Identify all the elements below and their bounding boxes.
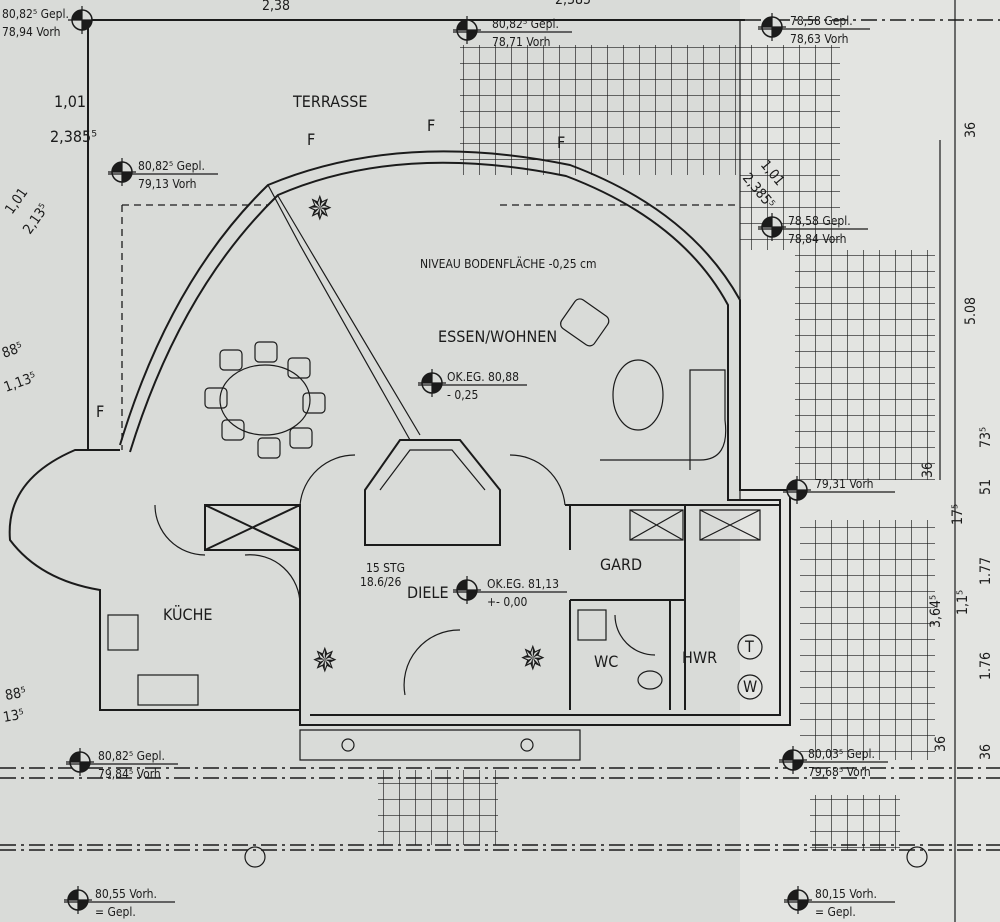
dimension: 36 [920, 462, 936, 478]
elevation-planned: 80,82⁵ Gepl. [138, 159, 205, 173]
dimension: 2,385⁵ [50, 127, 97, 146]
elevation-marker: 80,03⁵ Gepl. 79,68⁵ Vorh [778, 745, 888, 779]
dimension: 1,01 [54, 92, 86, 111]
dimension: 1.76 [978, 652, 994, 680]
stairs-ratio: 18.6/26 [360, 575, 402, 589]
elevation-existing: - 0,25 [447, 388, 478, 402]
building-walls [8, 150, 791, 761]
elevation-marker: 80,82⁵ Gepl. 79,13 Vorh [107, 157, 218, 191]
stove-icon [107, 614, 139, 651]
window-mark: F [427, 116, 435, 135]
elevation-existing: 79,84⁵ Vorh [98, 767, 161, 781]
elevation-planned: 80,82⁵ Gepl. [492, 17, 559, 31]
dimension: 1,1⁵ [955, 590, 971, 615]
stairs-steps: 15 STG [366, 561, 405, 575]
washer-icon [737, 674, 763, 700]
elevation-planned: 80,15 Vorh. [815, 887, 877, 901]
elevation-marker: OK.EG. 81,13 +- 0,00 [452, 575, 567, 609]
armchair-icon [560, 298, 610, 347]
coffee-table-icon [612, 359, 664, 431]
elevation-existing: 79,68⁵ Vorh [808, 765, 871, 779]
elevation-planned: 80,03⁵ Gepl. [808, 747, 875, 761]
room-label-living-dining: ESSEN/WOHNEN [438, 327, 557, 346]
room-label-wc: WC [594, 652, 618, 671]
dining-table-icon [219, 364, 311, 436]
elevation-existing: 79,13 Vorh [138, 177, 196, 191]
room-label-wardrobe: GARD [600, 555, 642, 574]
window-mark: F [307, 130, 315, 149]
dimension: 36 [963, 122, 979, 138]
dryer-icon [737, 634, 763, 660]
room-labels: TERRASSE NIVEAU BODENFLÄCHE -0,25 cm ESS… [96, 92, 717, 671]
toilet-icon [637, 670, 663, 690]
elevation-existing: 78,84 Vorh [788, 232, 846, 246]
dimension: 88⁵ [4, 685, 28, 704]
room-label-utility: HWR [682, 648, 717, 667]
elevation-marker: 80,82⁵ Gepl. 78,71 Vorh [452, 15, 572, 49]
elevation-existing: 78,63 Vorh [790, 32, 848, 46]
elevation-planned: 80,82⁵ Gepl. [2, 7, 69, 21]
elevation-markers: 80,82⁵ Gepl. 78,94 Vorh 80,82⁵ Gepl. 78,71 … [2, 5, 895, 919]
elevation-existing: 78,94 Vorh [2, 25, 60, 39]
window-mark: F [557, 133, 565, 152]
elevation-marker: 80,82⁵ Gepl. 79,84⁵ Vorh [65, 747, 178, 781]
dimension: 36 [933, 736, 949, 752]
elevation-planned: OK.EG. 80,88 [447, 370, 519, 384]
elevation-planned: 78,58 Gepl. [788, 214, 851, 228]
washer-label: W [743, 677, 757, 696]
dimension: 36 [978, 744, 994, 760]
elevation-existing: = Gepl. [95, 905, 136, 919]
plant-icon: ✵ [312, 641, 338, 681]
room-label-kitchen: KÜCHE [163, 605, 213, 624]
elevation-planned: 79,31 Vorh [815, 477, 873, 491]
elevation-marker: OK.EG. 80,88 - 0,25 [417, 368, 527, 402]
elevation-marker: 80,55 Vorh. = Gepl. [63, 885, 175, 919]
floor-level-note: NIVEAU BODENFLÄCHE -0,25 cm [420, 256, 596, 271]
dimension: 2,38 [262, 0, 290, 14]
elevation-marker: 79,31 Vorh [782, 475, 895, 505]
dimension: 1.77 [978, 557, 994, 585]
elevation-existing: = Gepl. [815, 905, 856, 919]
dimension: 5.08 [963, 297, 979, 325]
dryer-label: T [744, 637, 754, 656]
elevation-existing: +- 0,00 [487, 595, 528, 609]
dimension: 13⁵ [2, 707, 26, 726]
elevation-planned: 78,58 Gepl. [790, 14, 853, 28]
sink-icon [137, 674, 199, 706]
elevation-marker: 78,58 Gepl. 78,84 Vorh [757, 212, 868, 246]
room-label-hall: DIELE [407, 583, 449, 602]
elevation-existing: 78,71 Vorh [492, 35, 550, 49]
dimension: 2,385 [555, 0, 591, 8]
wash-basin-icon [577, 609, 607, 641]
plant-icon: ✵ [520, 639, 546, 679]
elevation-planned: 80,82⁵ Gepl. [98, 749, 165, 763]
dimension: 73⁵ [978, 427, 994, 448]
dimension: 51 [978, 479, 994, 495]
dimension: 88⁵ [0, 340, 25, 362]
elevation-marker: 80,82⁵ Gepl. 78,94 Vorh [2, 5, 97, 39]
elevation-planned: OK.EG. 81,13 [487, 577, 559, 591]
room-label-terrace: TERRASSE [292, 92, 367, 111]
appliances: T W [737, 634, 763, 700]
dining-chairs [204, 341, 326, 459]
dimension: 3,64⁵ [928, 595, 944, 628]
elevation-planned: 80,55 Vorh. [95, 887, 157, 901]
plant-icons: ✵ ✵ ✵ [307, 189, 546, 681]
dimension: 17⁵ [950, 504, 966, 525]
paving-tiles [378, 45, 935, 850]
elevation-marker: 80,15 Vorh. = Gepl. [783, 885, 895, 919]
elevation-marker: 78,58 Gepl. 78,63 Vorh [757, 12, 870, 46]
plant-icon: ✵ [307, 189, 333, 229]
window-mark: F [96, 402, 104, 421]
